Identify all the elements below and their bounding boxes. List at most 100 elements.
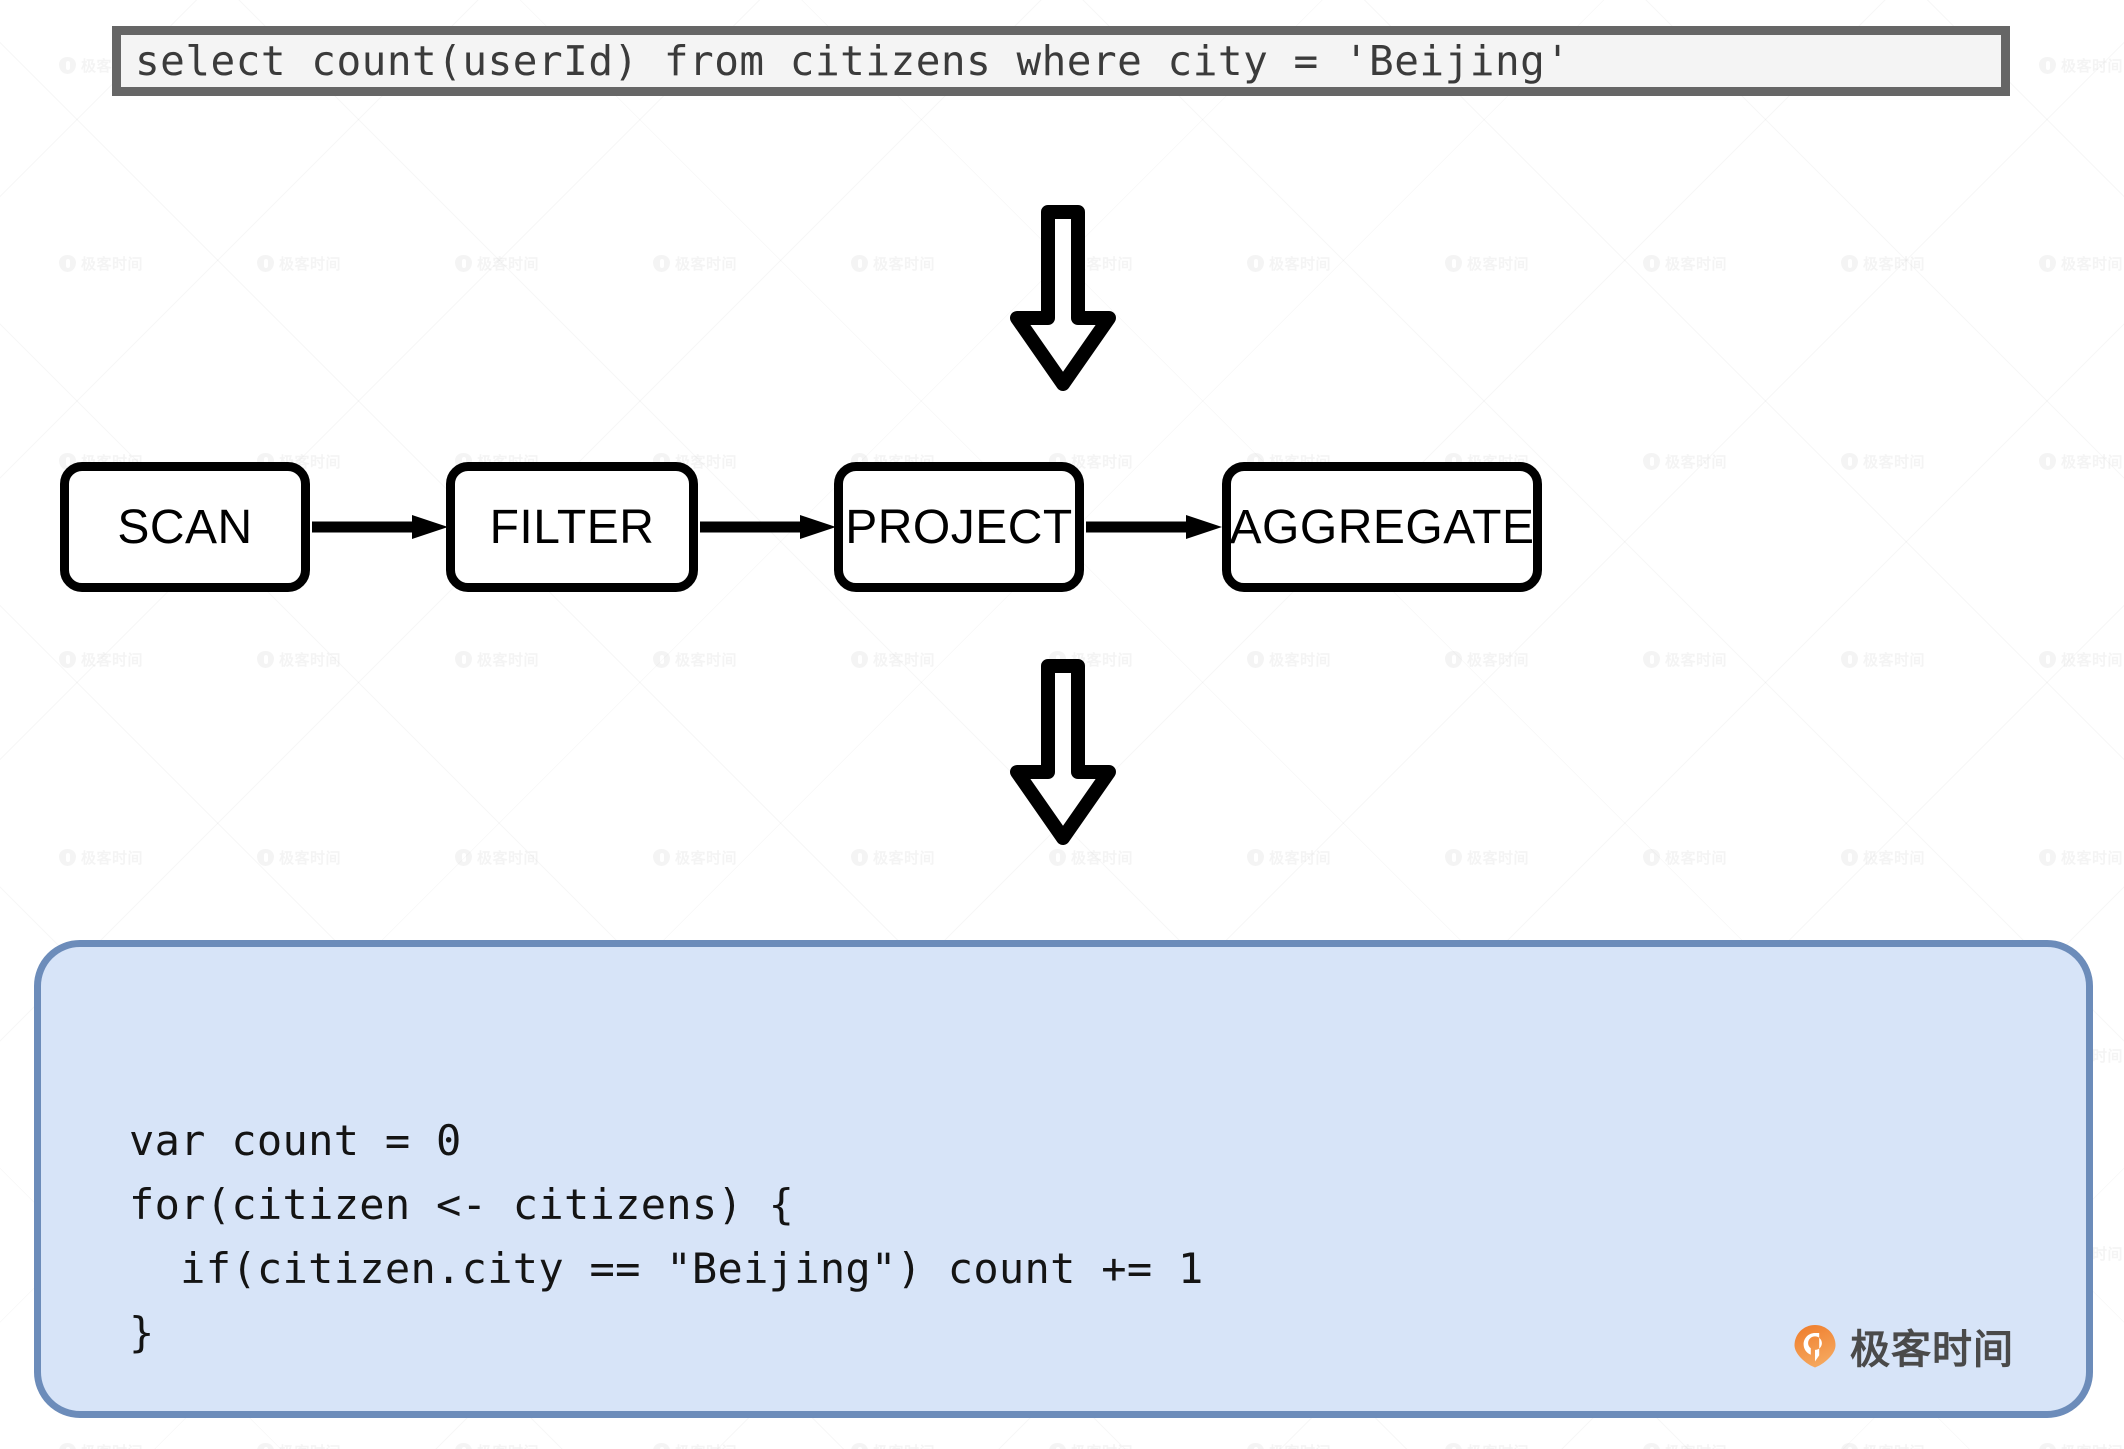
watermark-text: 极客时间 [1467,849,1530,867]
connector-arrow-project-to-aggregate [1086,515,1222,539]
watermark-mark: 极客时间 [653,253,737,274]
connector-arrow-scan-to-filter [312,515,448,539]
watermark-mark: 极客时间 [1247,253,1331,274]
watermark-mark: 极客时间 [1445,1441,1529,1449]
watermark-text: 极客时间 [477,255,540,273]
watermark-mark: 极客时间 [1247,1441,1331,1449]
watermark-mark: 极客时间 [2039,1441,2123,1449]
watermark-mark: 极客时间 [851,649,935,670]
stage-box-project[interactable]: PROJECT [834,462,1084,592]
watermark-text: 极客时间 [81,255,144,273]
watermark-pin-icon [455,1443,472,1449]
watermark-mark: 极客时间 [653,1441,737,1449]
watermark-text: 极客时间 [675,1441,737,1449]
watermark-pin-icon [2039,57,2056,74]
arrow-down-pipeline-to-code [1010,659,1116,845]
watermark-text: 极客时间 [279,849,342,867]
watermark-mark: 极客时间 [455,253,539,274]
watermark-pin-icon [2039,1443,2056,1449]
watermark-text: 极客时间 [2061,57,2124,75]
watermark-text: 极客时间 [675,255,738,273]
watermark-text: 极客时间 [1269,255,1332,273]
watermark-text: 极客时间 [1863,255,1926,273]
watermark-pin-icon [455,849,472,866]
watermark-text: 极客时间 [477,651,540,669]
connector-arrow-filter-to-project [700,515,836,539]
stage-label-scan: SCAN [117,500,253,554]
watermark-mark: 极客时间 [851,253,935,274]
watermark-text: 极客时间 [873,1441,935,1449]
watermark-mark: 极客时间 [1643,649,1727,670]
watermark-mark: 极客时间 [1445,649,1529,670]
watermark-mark: 极客时间 [59,847,143,868]
watermark-mark: 极客时间 [1643,253,1727,274]
watermark-text: 极客时间 [873,651,936,669]
watermark-text: 极客时间 [1665,849,1728,867]
watermark-text: 极客时间 [1071,1441,1133,1449]
watermark-text: 极客时间 [675,849,738,867]
watermark-text: 极客时间 [477,1441,539,1449]
watermark-pin-icon [1445,1443,1462,1449]
watermark-mark: 极客时间 [1445,847,1529,868]
watermark-mark: 极客时间 [1049,847,1133,868]
watermark-text: 极客时间 [1269,1441,1331,1449]
sql-query-text: select count(userId) from citizens where… [135,37,1571,85]
watermark-pin-icon [653,1443,670,1449]
watermark-pin-icon [851,849,868,866]
watermark-text: 极客时间 [81,1441,143,1449]
watermark-mark: 极客时间 [59,1441,143,1449]
watermark-text: 极客时间 [1269,849,1332,867]
watermark-text: 极客时间 [1665,1441,1727,1449]
watermark-pin-icon [2039,849,2056,866]
watermark-text: 极客时间 [477,849,540,867]
watermark-pin-icon [59,651,76,668]
watermark-mark: 极客时间 [257,1441,341,1449]
watermark-pin-icon [1841,849,1858,866]
watermark-pin-icon [653,255,670,272]
watermark-pin-icon [59,57,76,74]
watermark-pin-icon [2039,651,2056,668]
watermark-mark: 极客时间 [2039,649,2123,670]
watermark-pin-icon [851,255,868,272]
watermark-pin-icon [257,255,274,272]
watermark-pin-icon [1247,651,1264,668]
watermark-pin-icon [455,255,472,272]
watermark-text: 极客时间 [2061,255,2124,273]
watermark-mark: 极客时间 [1643,847,1727,868]
watermark-mark: 极客时间 [1247,649,1331,670]
watermark-mark: 极客时间 [2039,847,2123,868]
watermark-pin-icon [2039,255,2056,272]
brand-logo: 极客时间 [1792,1317,2014,1375]
watermark-pin-icon [1049,849,1066,866]
watermark-pin-icon [455,651,472,668]
watermark-mark: 极客时间 [455,847,539,868]
watermark-mark: 极客时间 [59,649,143,670]
stage-label-filter: FILTER [489,500,655,554]
watermark-pin-icon [1445,255,1462,272]
watermark-text: 极客时间 [873,255,936,273]
watermark-text: 极客时间 [675,651,738,669]
watermark-pin-icon [59,849,76,866]
watermark-pin-icon [59,1443,76,1449]
watermark-text: 极客时间 [1071,849,1134,867]
watermark-text: 极客时间 [2061,1441,2123,1449]
watermark-pin-icon [257,849,274,866]
watermark-pin-icon [1643,651,1660,668]
watermark-text: 极客时间 [1665,651,1728,669]
stage-box-filter[interactable]: FILTER [446,462,698,592]
watermark-text: 极客时间 [1863,1441,1925,1449]
watermark-mark: 极客时间 [1445,253,1529,274]
watermark-text: 极客时间 [1467,651,1530,669]
watermark-text: 极客时间 [1665,255,1728,273]
watermark-text: 极客时间 [81,651,144,669]
watermark-mark: 极客时间 [1841,649,1925,670]
watermark-pin-icon [59,255,76,272]
watermark-text: 极客时间 [1269,651,1332,669]
stage-box-aggregate[interactable]: AGGREGATE [1222,462,1542,592]
watermark-pin-icon [851,651,868,668]
stage-box-scan[interactable]: SCAN [60,462,310,592]
watermark-pin-icon [1445,849,1462,866]
watermark-pin-icon [1841,651,1858,668]
watermark-mark: 极客时间 [257,847,341,868]
